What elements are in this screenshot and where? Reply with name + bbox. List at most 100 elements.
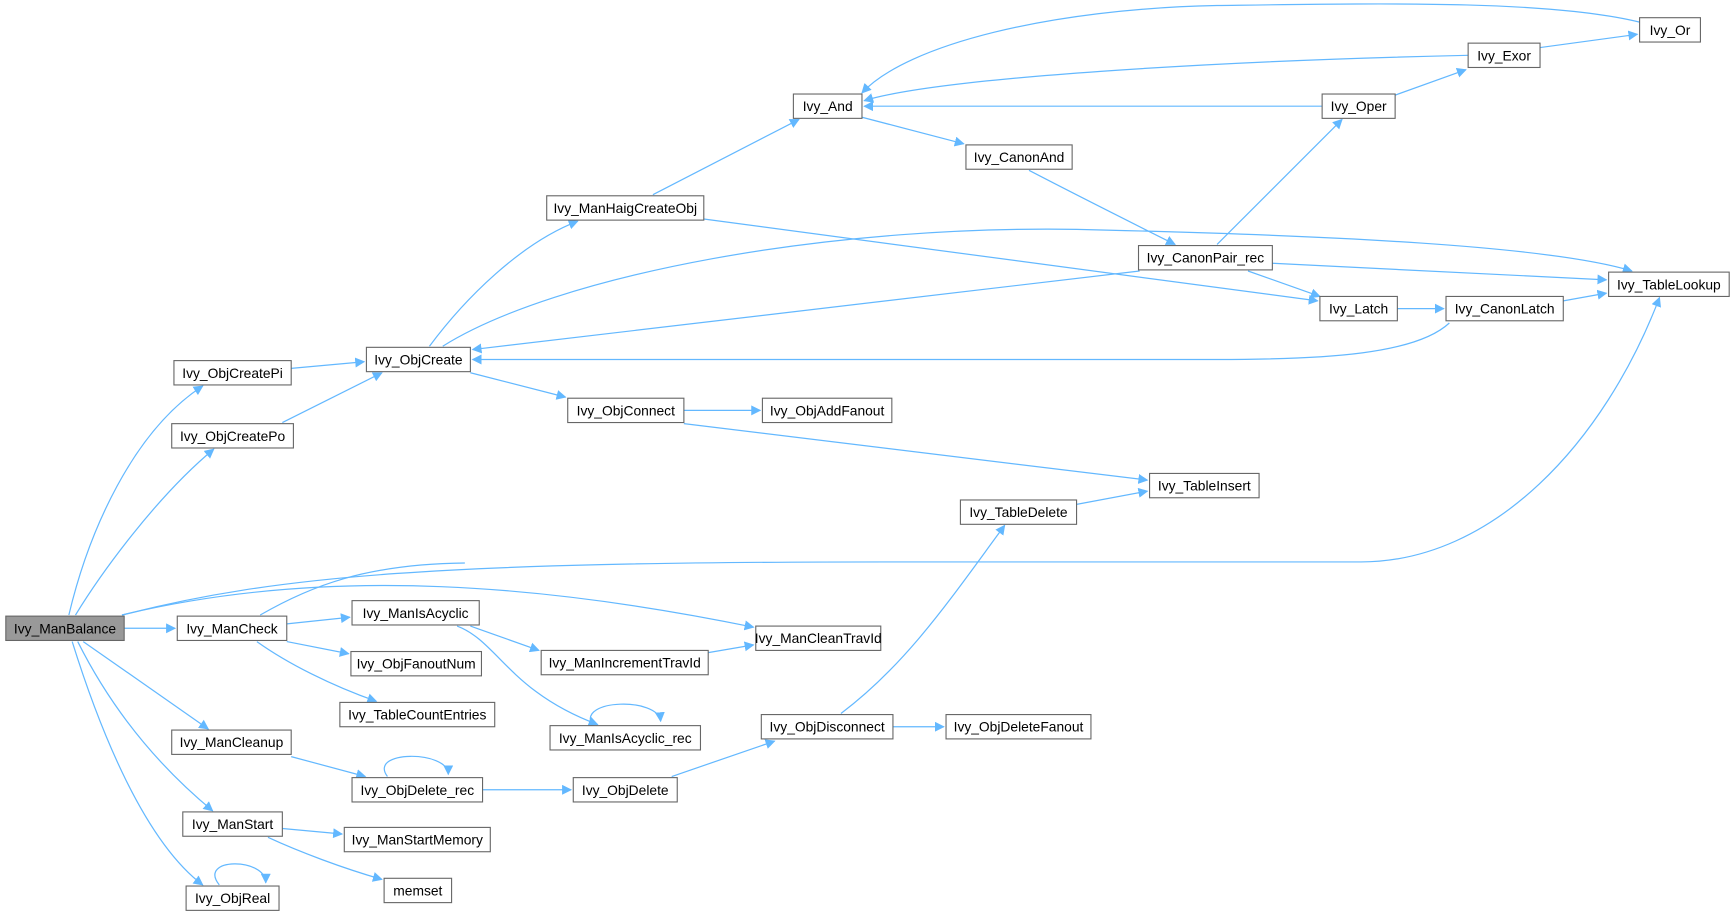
node-ivy-objaddfanout[interactable]: Ivy_ObjAddFanout xyxy=(761,397,893,424)
node-ivy-objdeletefanout[interactable]: Ivy_ObjDeleteFanout xyxy=(945,714,1092,740)
node-label: Ivy_Or xyxy=(1650,22,1691,38)
node-label: Ivy_ObjAddFanout xyxy=(770,402,885,418)
node-ivy-tablecountentries[interactable]: Ivy_TableCountEntries xyxy=(339,701,496,728)
node-label: Ivy_Oper xyxy=(1331,98,1387,114)
node-box xyxy=(383,877,453,904)
edge-manbalance-objcreatepo xyxy=(74,448,215,616)
node-ivy-mancheck[interactable]: Ivy_ManCheck xyxy=(176,615,288,642)
node-box xyxy=(1319,295,1398,322)
edge-mancheck-tablelookup xyxy=(259,562,465,616)
node-label: Ivy_ManBalance xyxy=(14,620,116,636)
edge-objdelete-objdisconnect xyxy=(671,739,776,778)
node-box xyxy=(351,777,484,803)
edge-exor-or xyxy=(1539,30,1639,49)
node-label: Ivy_Exor xyxy=(1477,47,1531,63)
node-box xyxy=(546,195,705,221)
node-box xyxy=(567,397,685,424)
edge-or-and xyxy=(861,3,1640,94)
node-ivy-objreal[interactable]: Ivy_ObjReal xyxy=(185,885,280,911)
edge-mancheck-tablecountentries xyxy=(256,641,378,704)
node-ivy-objdisconnect[interactable]: Ivy_ObjDisconnect xyxy=(760,714,894,740)
node-ivy-objfanoutnum[interactable]: Ivy_ObjFanoutNum xyxy=(350,650,483,677)
node-ivy-mancleantravid[interactable]: Ivy_ManCleanTravId xyxy=(755,625,882,651)
node-ivy-tablelookup[interactable]: Ivy_TableLookup xyxy=(1608,271,1730,298)
edge-mancleanup-objdelete-rec xyxy=(291,756,367,780)
node-box xyxy=(171,729,292,755)
node-ivy-objcreatepi[interactable]: Ivy_ObjCreatePi xyxy=(173,360,292,386)
node-ivy-canonand[interactable]: Ivy_CanonAnd xyxy=(965,144,1073,170)
edge-objcreatepi-objcreate xyxy=(291,357,366,369)
node-box xyxy=(945,714,1092,740)
node-box xyxy=(343,826,491,853)
node-box xyxy=(761,397,893,424)
edge-objcreatepo-objcreate xyxy=(282,372,383,424)
node-label: Ivy_CanonLatch xyxy=(1455,301,1555,317)
node-ivy-manbalance[interactable]: Ivy_ManBalance xyxy=(5,615,125,642)
edge-objcreate-manhaigcreateobj xyxy=(428,219,579,347)
node-ivy-tableinsert[interactable]: Ivy_TableInsert xyxy=(1149,472,1260,499)
edge-manstart-manstartmemory xyxy=(282,827,344,839)
node-ivy-objconnect[interactable]: Ivy_ObjConnect xyxy=(567,397,685,424)
node-box xyxy=(755,625,882,651)
edge-tabledelete-tableinsert xyxy=(1076,487,1149,506)
edge-objconnect-tableinsert xyxy=(683,423,1149,484)
node-box xyxy=(1608,271,1730,298)
node-label: Ivy_TableCountEntries xyxy=(348,707,486,723)
edge-mancheck-objfanoutnum xyxy=(286,640,350,657)
edge-canonpair-rec-objcreate xyxy=(471,270,1140,354)
node-ivy-objdelete-rec[interactable]: Ivy_ObjDelete_rec xyxy=(351,777,484,803)
edge-objdelete-rec-self xyxy=(383,755,454,777)
node-label: Ivy_ObjDelete_rec xyxy=(360,782,474,798)
node-memset[interactable]: memset xyxy=(383,877,453,904)
node-box xyxy=(1445,295,1564,322)
node-ivy-objcreatepo[interactable]: Ivy_ObjCreatePo xyxy=(171,423,294,449)
edges xyxy=(68,3,1661,886)
node-ivy-tabledelete[interactable]: Ivy_TableDelete xyxy=(959,499,1078,525)
node-label: Ivy_CanonPair_rec xyxy=(1147,250,1265,266)
node-ivy-manincrementtravid[interactable]: Ivy_ManIncrementTravId xyxy=(540,649,709,676)
node-label: Ivy_ManCleanup xyxy=(180,734,284,750)
node-label: memset xyxy=(393,882,442,898)
node-ivy-manstartmemory[interactable]: Ivy_ManStartMemory xyxy=(343,826,491,853)
node-label: Ivy_CanonAnd xyxy=(974,149,1065,165)
node-ivy-canonlatch[interactable]: Ivy_CanonLatch xyxy=(1445,295,1564,322)
node-box xyxy=(365,346,471,373)
node-box xyxy=(171,423,294,449)
node-ivy-manisacyclic-rec[interactable]: Ivy_ManIsAcyclic_rec xyxy=(549,725,702,751)
edge-exor-and xyxy=(863,54,1469,103)
node-label: Ivy_ManStartMemory xyxy=(352,832,483,848)
node-ivy-or[interactable]: Ivy_Or xyxy=(1639,17,1701,43)
edge-canonpair-rec-latch xyxy=(1247,270,1321,299)
edge-manbalance-manstart xyxy=(77,641,214,812)
node-label: Ivy_ObjDeleteFanout xyxy=(954,719,1084,735)
node-ivy-latch[interactable]: Ivy_Latch xyxy=(1319,295,1398,322)
node-ivy-manhaigcreateobj[interactable]: Ivy_ManHaigCreateObj xyxy=(546,195,705,221)
edge-manbalance-mancleantravid xyxy=(121,584,755,631)
node-box xyxy=(792,93,863,119)
edge-manbalance-objreal xyxy=(71,641,204,886)
node-box xyxy=(572,777,678,803)
edge-manbalance-objcreatepi xyxy=(68,385,204,616)
node-label: Ivy_TableLookup xyxy=(1617,276,1721,292)
node-ivy-oper[interactable]: Ivy_Oper xyxy=(1321,93,1396,119)
node-box xyxy=(540,649,709,676)
node-ivy-mancleanup[interactable]: Ivy_ManCleanup xyxy=(171,729,292,755)
node-ivy-and[interactable]: Ivy_And xyxy=(792,93,863,119)
node-ivy-manstart[interactable]: Ivy_ManStart xyxy=(182,811,283,837)
node-label: Ivy_ManIsAcyclic xyxy=(363,605,469,621)
node-ivy-objdelete[interactable]: Ivy_ObjDelete xyxy=(572,777,678,803)
node-box xyxy=(549,725,702,751)
node-label: Ivy_Latch xyxy=(1329,301,1388,317)
node-box xyxy=(1321,93,1396,119)
node-label: Ivy_And xyxy=(803,98,853,114)
node-ivy-exor[interactable]: Ivy_Exor xyxy=(1467,42,1541,69)
node-ivy-manisacyclic[interactable]: Ivy_ManIsAcyclic xyxy=(351,600,480,626)
node-label: Ivy_ObjCreate xyxy=(374,351,463,367)
node-box xyxy=(760,714,894,740)
edge-mancheck-manisacyclic xyxy=(286,613,351,625)
node-ivy-objcreate[interactable]: Ivy_ObjCreate xyxy=(365,346,471,373)
node-label: Ivy_TableInsert xyxy=(1158,478,1251,494)
node-ivy-canonpair-rec[interactable]: Ivy_CanonPair_rec xyxy=(1137,245,1273,271)
edge-manbalance-tablelookup xyxy=(121,296,1661,616)
